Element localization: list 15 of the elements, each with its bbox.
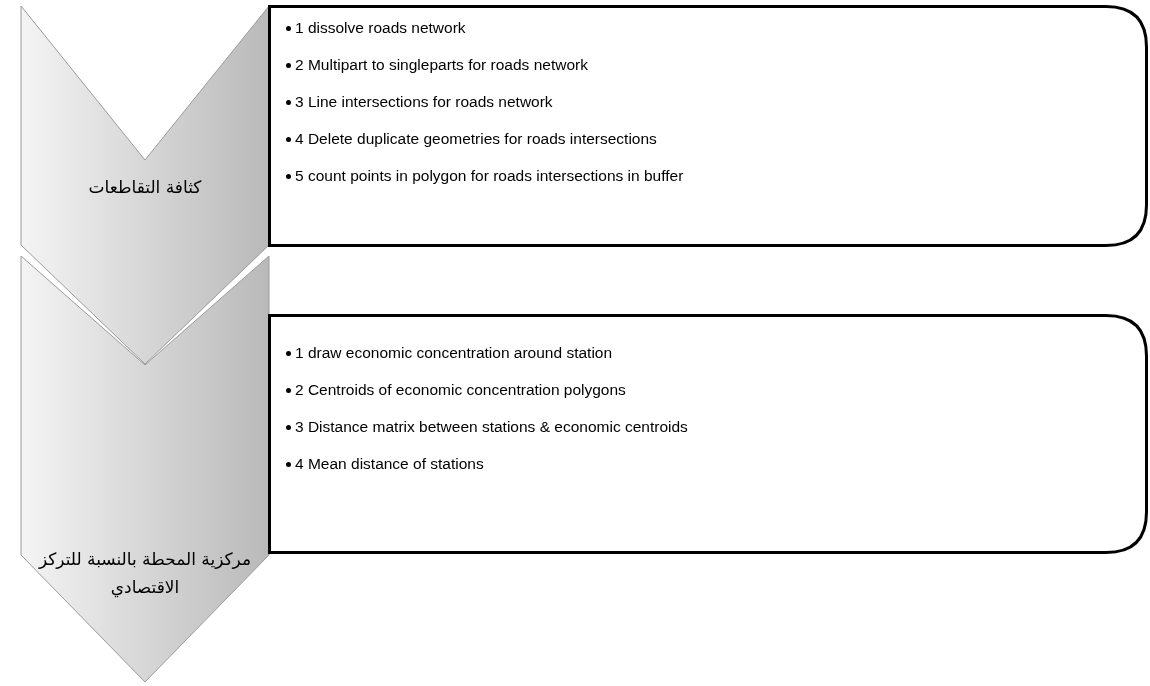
list-item: 3 Distance matrix between stations & economic centroids <box>295 418 688 435</box>
list-item: 1 dissolve roads network <box>295 19 466 36</box>
step-label: مركزية المحطة بالنسبة للتركز الاقتصادي <box>37 548 253 600</box>
step-label: كثافة التقاطعات <box>87 176 203 199</box>
chevron-shape <box>20 5 270 365</box>
list-item: 5 count points in polygon for roads intersections in buffer <box>295 167 684 184</box>
list-item: 2 Centroids of economic concentration polygons <box>295 381 626 398</box>
list-item: 4 Mean distance of stations <box>295 455 484 472</box>
list-item: 1 draw economic concentration around station <box>295 344 613 361</box>
text-panel <box>268 314 1148 554</box>
list-item: 2 Multipart to singleparts for roads network <box>295 56 588 73</box>
chevron-shape <box>20 255 270 683</box>
list-item: 3 Line intersections for roads network <box>295 93 553 110</box>
text-panel <box>268 5 1148 247</box>
list-item: 4 Delete duplicate geometries for roads intersections <box>295 130 657 147</box>
